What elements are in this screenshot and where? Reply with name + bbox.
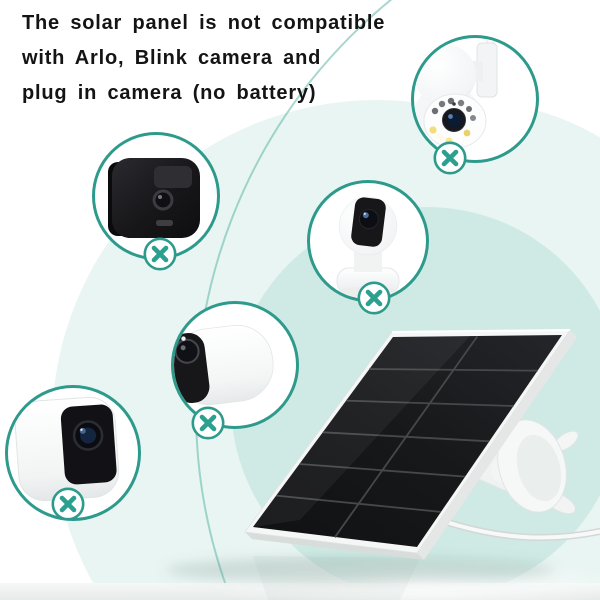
panel-shadow (165, 557, 555, 583)
panel-frame-bottom-side (245, 532, 424, 560)
x-mark-icon (143, 237, 177, 271)
x-mark-icon (191, 406, 225, 440)
arlo-pro-4-camera-photo (171, 301, 299, 429)
ptz-outdoor-camera-photo (411, 35, 539, 163)
indoor-pan-tilt-camera-photo (307, 180, 429, 302)
heading: The solar panel is not compatible with A… (22, 6, 442, 111)
ptz-outdoor-camera-icon (414, 38, 498, 149)
heading-line-2: with Arlo, Blink camera and (22, 47, 322, 69)
panel-frame-right-side (417, 330, 577, 560)
blink-camera-photo (92, 132, 220, 260)
arlo-pro-4-camera-icon (174, 324, 274, 406)
panel-top-highlight (391, 329, 571, 333)
power-cable-highlight (438, 518, 600, 540)
panel-sheen (253, 336, 470, 527)
x-mark-icon (51, 487, 85, 521)
heading-line-3: plug in camera (no battery) (22, 82, 317, 104)
x-mark-icon (357, 281, 391, 315)
x-mark-badge (143, 237, 177, 271)
x-mark-badge (357, 281, 391, 315)
blink-camera-icon (108, 158, 200, 238)
solar-panel (244, 329, 577, 560)
x-mark-badge (433, 141, 467, 175)
panel-grid-lines (276, 335, 538, 538)
x-mark-badge (191, 406, 225, 440)
x-mark-icon (433, 141, 467, 175)
panel-reflection (253, 556, 420, 600)
arlo-pro-camera-icon (14, 396, 120, 502)
heading-line-1: The solar panel is not compatible (22, 12, 386, 34)
panel-cells (253, 335, 562, 547)
x-mark-badge (51, 487, 85, 521)
